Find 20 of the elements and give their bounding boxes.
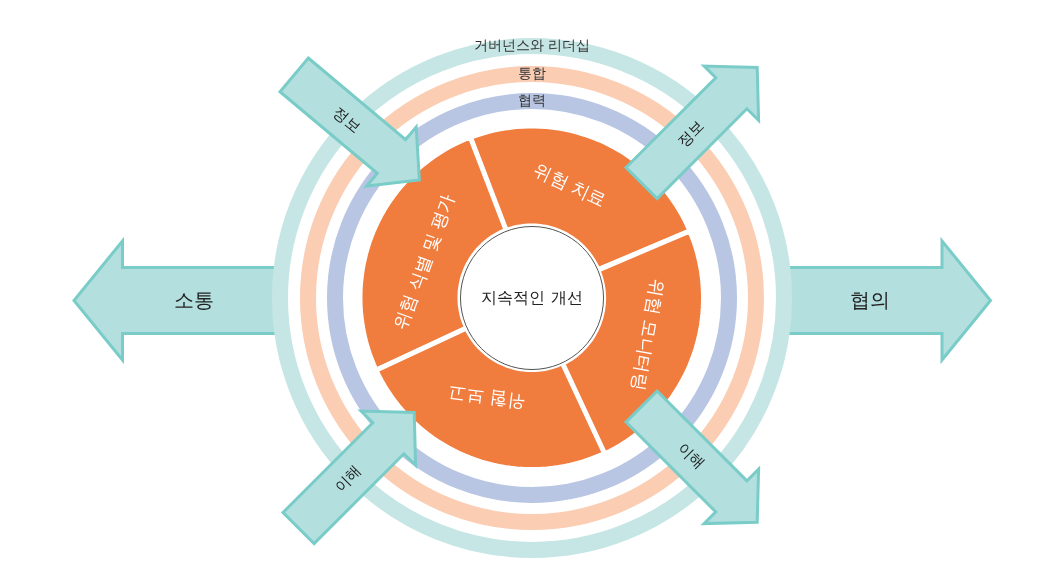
segment-label: 위험 보고 [447,383,527,413]
center-circle [460,226,604,370]
segment-label: 위험 치료 [530,159,610,211]
arrow-label: 정보 [330,103,364,136]
arrow-label: 소통 [174,289,214,311]
center-label: 지속적인 개선 [481,289,583,307]
segment-label: 위험 식별 및 평가 [390,191,458,333]
arrow-shape [281,409,418,546]
arrow-label: 협의 [850,289,890,311]
ring-label: 거버넌스와 리더십 [473,38,591,54]
arrow-label: 이해 [674,439,708,473]
arrow-shape [277,56,422,189]
process-segment [376,328,605,470]
segment-label: 위험 모니터링 [628,277,668,393]
arrow-label: 정보 [674,117,708,151]
arrow-label: 이해 [331,462,365,496]
arrow-shape [624,389,761,526]
arrow-shape [624,64,761,201]
ring-label: 협력 [518,93,546,109]
ring-label: 통합 [518,66,546,82]
